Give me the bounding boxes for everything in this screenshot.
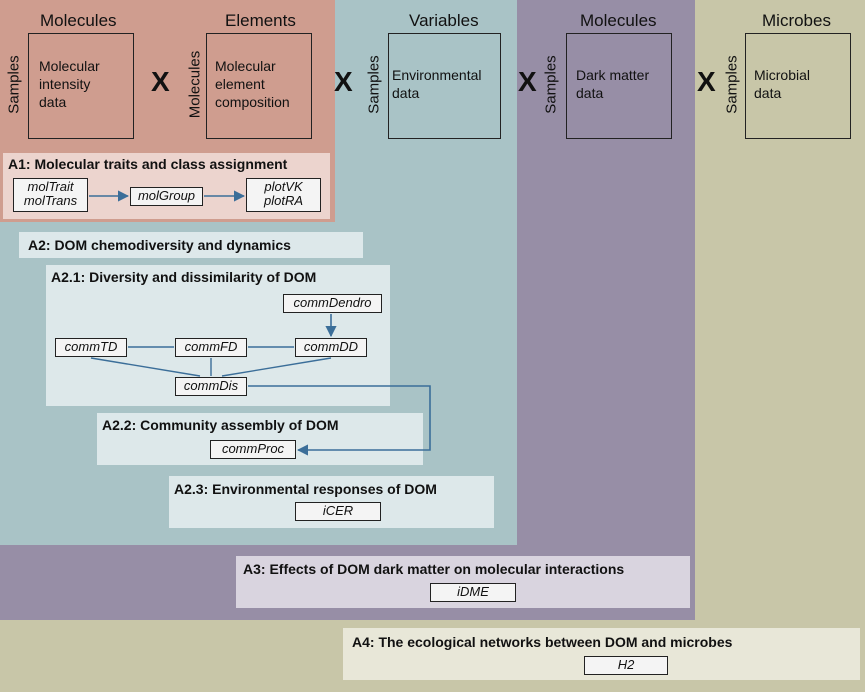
panel-a22-title: A2.2: Community assembly of DOM [102,417,339,433]
times-operator-3: X [518,66,537,97]
matrix-text-molecular-intensity: Molecular intensity data [39,58,100,110]
matrix-text-environmental: Environmental data [392,67,482,101]
fn-plotvk-plotra: plotVK plotRA [246,178,321,212]
panel-a23-title: A2.3: Environmental responses of DOM [174,481,437,497]
fn-icer: iCER [295,502,381,521]
matrix-text-microbial: Microbial data [754,67,811,101]
matrix-text-dark-matter: Dark matter data [576,67,650,101]
fn-commdis: commDis [175,377,247,396]
matrix-element-composition [206,33,312,139]
link-commdd-commdis [221,357,332,377]
header-microbes: Microbes [762,11,831,30]
fn-commproc: commProc [210,440,296,459]
matrix-microbial [745,33,851,139]
times-operator-1: X [151,66,170,97]
fn-moltrait-moltrans: molTrait molTrans [13,178,88,212]
panel-a1-title: A1: Molecular traits and class assignmen… [8,156,288,172]
matrix-dark-matter [566,33,672,139]
times-operator-2: X [334,66,353,97]
matrix-molecular-intensity [28,33,134,139]
fn-h2: H2 [584,656,668,675]
header-elements: Elements [225,11,296,30]
header-molecules-2: Molecules [580,11,657,30]
arrow-commdis-to-commproc [248,385,431,456]
fn-commdd: commDD [295,338,367,357]
header-molecules-1: Molecules [40,11,117,30]
times-operator-4: X [697,66,716,97]
panel-a2-title: A2: DOM chemodiversity and dynamics [28,237,291,253]
matrix-environmental [388,33,501,139]
panel-a3-title: A3: Effects of DOM dark matter on molecu… [243,561,625,577]
fn-commfd: commFD [175,338,247,357]
fn-commtd: commTD [55,338,127,357]
panel-a4-title: A4: The ecological networks between DOM … [352,634,733,650]
link-commtd-commdis [90,357,201,377]
panel-a2 [19,232,363,258]
header-variables: Variables [409,11,479,30]
fn-commdendro: commDendro [283,294,382,313]
fn-idme: iDME [430,583,516,602]
matrix-text-element-composition: Molecular element composition [215,58,290,110]
fn-molgroup: molGroup [130,187,203,206]
panel-a21-title: A2.1: Diversity and dissimilarity of DOM [51,269,317,285]
